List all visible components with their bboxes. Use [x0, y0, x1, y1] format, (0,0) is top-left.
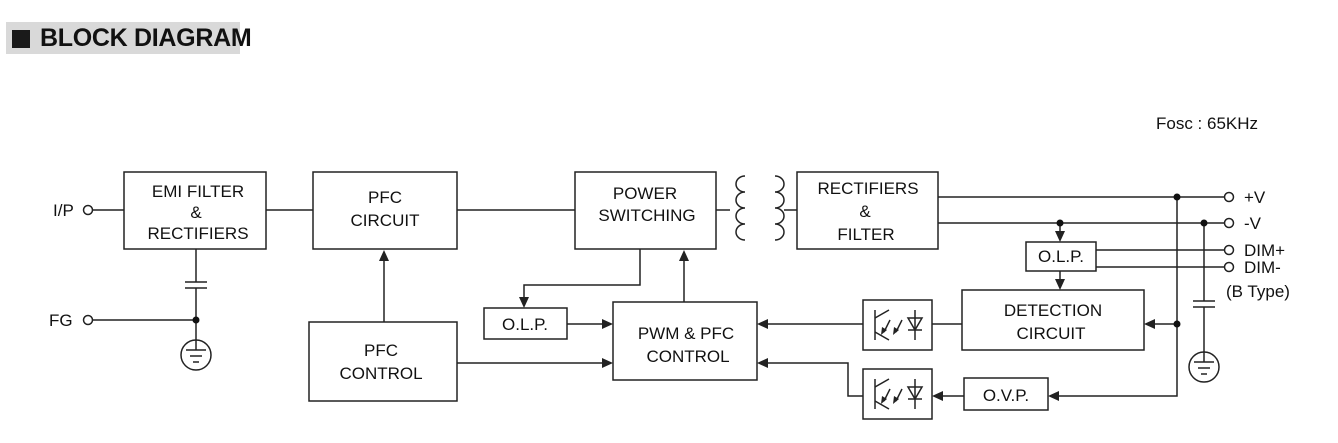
dim-minus-terminal: DIM-	[1223, 258, 1281, 277]
fg-terminal-label: FG	[49, 311, 73, 330]
header-square-icon	[12, 30, 30, 48]
arrowhead-up-pfc-circuit	[379, 250, 389, 261]
arrowhead-up-power-switching	[679, 250, 689, 261]
pfc-control-line-1: PFC	[364, 341, 398, 360]
emi-filter-block: EMI FILTER & RECTIFIERS	[123, 171, 267, 250]
emi-line-1: EMI FILTER	[152, 182, 244, 201]
connection-lines	[93, 196, 1224, 397]
power-switching-line-2: SWITCHING	[598, 206, 695, 225]
section-header: BLOCK DIAGRAM	[6, 22, 252, 54]
detection-circuit-block: DETECTION CIRCUIT	[961, 289, 1145, 351]
input-terminal-label: I/P	[53, 201, 74, 220]
emi-line-3: RECTIFIERS	[147, 224, 248, 243]
plus-v-terminal: +V	[1223, 188, 1266, 207]
arrowhead-right-pwm-from-pfc	[602, 358, 613, 368]
pfc-circuit-line-1: PFC	[368, 188, 402, 207]
optocoupler-upper-icon	[862, 299, 933, 351]
pfc-control-line-2: CONTROL	[339, 364, 422, 383]
output-olp-block: O.L.P.	[1025, 241, 1097, 272]
arrowhead-down-olp	[519, 297, 529, 308]
pwm-line-1: PWM & PFC	[638, 324, 734, 343]
arrowhead-down-detection	[1055, 279, 1065, 290]
dim-plus-terminal-circle	[1223, 244, 1235, 256]
arrowhead-left-ovp	[1048, 391, 1059, 401]
dim-minus-label: DIM-	[1244, 258, 1281, 277]
arrowhead-down-output-olp	[1055, 231, 1065, 242]
emi-line-2: &	[190, 203, 202, 222]
rectifiers-line-1: RECTIFIERS	[817, 179, 918, 198]
pwm-pfc-control-block: PWM & PFC CONTROL	[612, 301, 758, 381]
dim-plus-label: DIM+	[1244, 241, 1285, 260]
arrowhead-left-opto-lower	[932, 391, 943, 401]
rectifiers-filter-block: RECTIFIERS & FILTER	[796, 171, 939, 250]
arrowhead-right-pwm-from-olp	[602, 319, 613, 329]
output-ground-icon	[1188, 351, 1220, 383]
pfc-circuit-block: PFC CIRCUIT	[312, 171, 458, 250]
dim-minus-terminal-circle	[1223, 261, 1235, 273]
rectifiers-line-3: FILTER	[837, 225, 894, 244]
b-type-note: (B Type)	[1226, 282, 1290, 301]
power-switching-block: POWER SWITCHING	[574, 171, 717, 250]
ovp-label: O.V.P.	[983, 386, 1029, 405]
minus-v-terminal-circle	[1223, 217, 1235, 229]
oscillator-frequency-note: Fosc : 65KHz	[1156, 114, 1258, 133]
pwm-line-2: CONTROL	[646, 347, 729, 366]
detection-line-2: CIRCUIT	[1017, 324, 1086, 343]
primary-olp-label: O.L.P.	[502, 315, 548, 334]
pfc-control-block: PFC CONTROL	[308, 321, 458, 402]
primary-olp-block: O.L.P.	[483, 307, 568, 340]
minus-v-label: -V	[1244, 214, 1262, 233]
header-title: BLOCK DIAGRAM	[40, 24, 252, 52]
rectifiers-line-2: &	[859, 202, 871, 221]
pfc-circuit-line-2: CIRCUIT	[351, 211, 420, 230]
input-terminal: I/P	[53, 201, 94, 220]
transformer-icon	[735, 175, 785, 241]
plus-v-label: +V	[1244, 188, 1266, 207]
input-terminal-circle	[82, 204, 94, 216]
arrowhead-left-pwm-from-lower-opto	[757, 358, 768, 368]
arrowheads	[379, 231, 1155, 401]
ovp-block: O.V.P.	[963, 377, 1049, 411]
plus-v-terminal-circle	[1223, 191, 1235, 203]
optocoupler-lower-icon	[862, 368, 933, 420]
detection-line-1: DETECTION	[1004, 301, 1102, 320]
minus-v-terminal: -V	[1223, 214, 1262, 233]
arrowhead-left-pwm-from-opto	[757, 319, 768, 329]
fg-terminal: FG	[49, 311, 94, 330]
junction-dots	[192, 193, 1208, 328]
arrowhead-left-detection	[1144, 319, 1155, 329]
earth-ground-icon	[180, 339, 212, 371]
power-switching-line-1: POWER	[613, 184, 677, 203]
fg-terminal-circle	[82, 314, 94, 326]
output-olp-label: O.L.P.	[1038, 247, 1084, 266]
dim-plus-terminal: DIM+	[1223, 241, 1285, 260]
